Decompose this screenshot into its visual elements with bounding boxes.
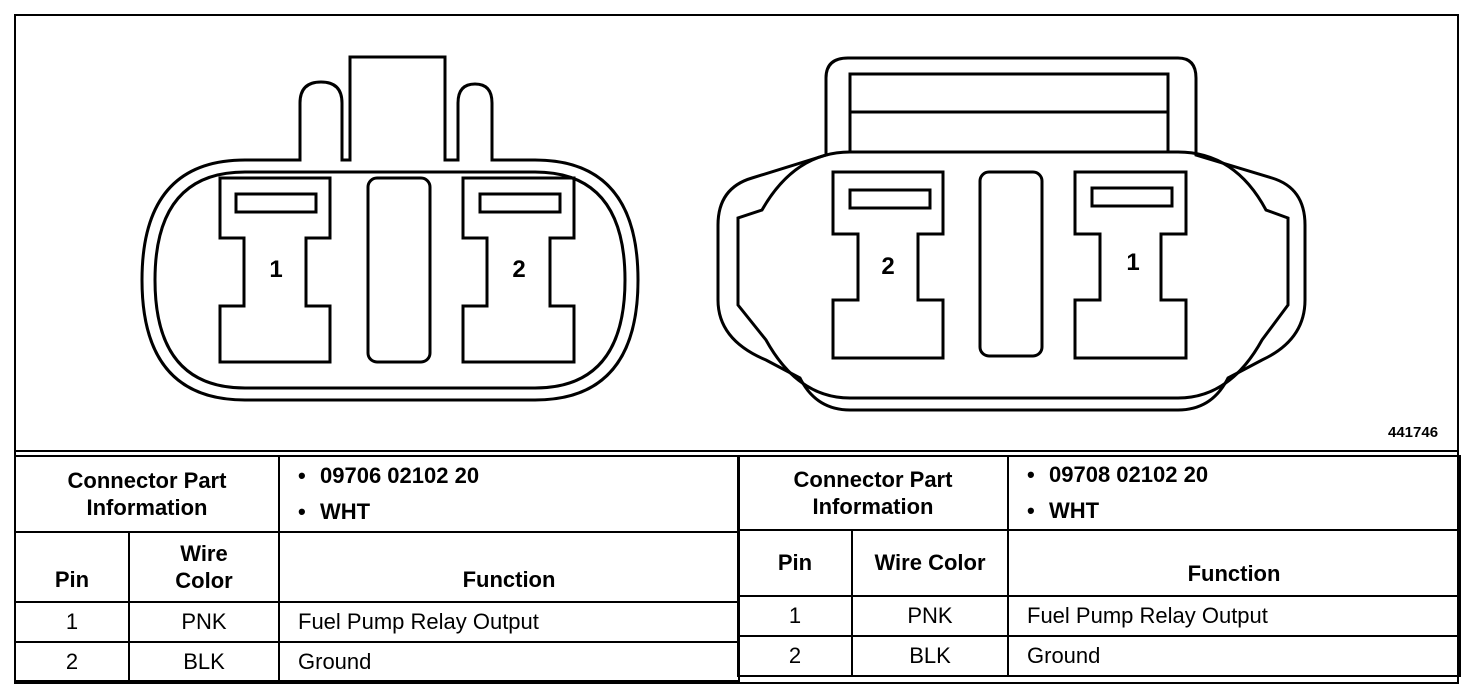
connector-diagram: 1 2 2 1 (140, 55, 1307, 412)
cell-function: Ground (278, 641, 740, 682)
right-connector-drawing (716, 56, 1307, 412)
bullet: • (298, 499, 306, 524)
left-terminal-2-slot (478, 192, 562, 214)
col-header-function: Function (1007, 529, 1461, 597)
cell-function: Fuel Pump Relay Output (1007, 595, 1461, 637)
part-info-label: Connector Part Information (737, 455, 1009, 531)
right-center-key (978, 170, 1044, 358)
part-info-values: • 09708 02102 20 • WHT (1007, 455, 1461, 531)
cell-pin: 2 (14, 641, 130, 682)
right-connector-inner-outline (736, 150, 1290, 400)
left-connector-table: Connector Part Information • 09706 02102 … (14, 455, 740, 682)
col-header-pin: Pin (14, 531, 130, 603)
col-header-wire-color: Wire Color (128, 531, 280, 603)
part-info-values: • 09706 02102 20 • WHT (278, 455, 740, 533)
bullet: • (298, 463, 306, 488)
part-number: 09708 02102 20 (1049, 462, 1209, 487)
left-connector-inner-outline (153, 170, 627, 390)
cell-function: Ground (1007, 635, 1461, 677)
right-pin-label-b: 1 (1126, 249, 1139, 276)
col-header-wire-color-line: Wire (180, 541, 228, 566)
right-connector-housing (716, 56, 1307, 412)
right-connector-table: Connector Part Information • 09708 02102 … (737, 455, 1461, 677)
left-terminal-2 (461, 176, 576, 364)
cell-pin: 1 (14, 601, 130, 643)
left-pin-label-a: 1 (269, 256, 282, 283)
figure-id: 441746 (1388, 424, 1439, 441)
bullet: • (1027, 498, 1035, 523)
col-header-wire-color: Wire Color (851, 529, 1009, 597)
col-header-pin: Pin (737, 529, 853, 597)
part-info-label-line: Connector Part (793, 467, 953, 492)
column-header-row: Pin Wire Color Function (737, 529, 1461, 597)
left-connector-drawing (140, 55, 640, 402)
part-color: WHT (320, 499, 371, 524)
right-terminal-1 (1073, 170, 1188, 360)
part-info-label: Connector Part Information (14, 455, 280, 533)
diagram-frame (14, 14, 1459, 684)
left-connector-housing (140, 55, 640, 402)
table-row: 1 PNK Fuel Pump Relay Output (14, 601, 740, 643)
part-info-row: Connector Part Information • 09708 02102 … (737, 455, 1461, 531)
cell-pin: 1 (737, 595, 853, 637)
right-terminal-1-slot (1090, 186, 1174, 208)
left-terminal-1 (218, 176, 332, 364)
part-info-row: Connector Part Information • 09706 02102 … (14, 455, 740, 533)
cell-wire-color: BLK (851, 635, 1009, 677)
col-header-function: Function (278, 531, 740, 603)
col-header-wire-color-line: Color (175, 568, 233, 593)
part-info-label-line: Information (812, 494, 934, 519)
part-color: WHT (1049, 498, 1100, 523)
cell-pin: 2 (737, 635, 853, 677)
cell-function: Fuel Pump Relay Output (278, 601, 740, 643)
table-row: 2 BLK Ground (737, 635, 1461, 677)
left-pin-label-b: 2 (512, 256, 525, 283)
cell-wire-color: PNK (851, 595, 1009, 637)
cell-wire-color: PNK (128, 601, 280, 643)
column-header-row: Pin Wire Color Function (14, 531, 740, 603)
table-divider (14, 450, 1459, 452)
part-number: 09706 02102 20 (320, 463, 480, 488)
part-info-label-line: Connector Part (67, 468, 227, 493)
right-terminal-2 (831, 170, 945, 360)
left-center-key (366, 176, 432, 364)
right-terminal-2-slot (848, 188, 932, 210)
part-info-label-line: Information (86, 495, 208, 520)
cell-wire-color: BLK (128, 641, 280, 682)
left-terminal-1-slot (234, 192, 318, 214)
right-connector-latch-bar (848, 72, 1170, 114)
right-pin-label-a: 2 (881, 253, 894, 280)
table-row: 2 BLK Ground (14, 641, 740, 682)
table-row: 1 PNK Fuel Pump Relay Output (737, 595, 1461, 637)
bullet: • (1027, 462, 1035, 487)
